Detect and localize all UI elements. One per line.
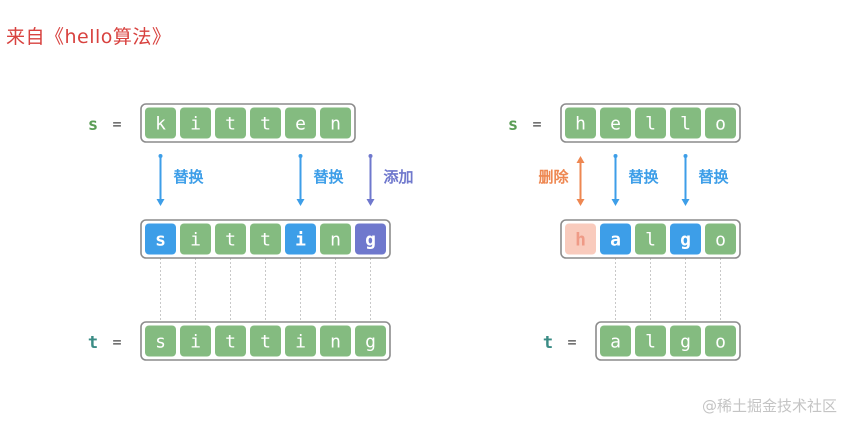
example-1-s-row-cell-char: t bbox=[260, 114, 271, 135]
example-2-op-arrow-tail bbox=[683, 154, 688, 158]
example-2-mid-row-cell bbox=[565, 223, 596, 255]
example-1-s-row-cell-char: t bbox=[225, 114, 236, 135]
example-2-s-row-cell bbox=[565, 107, 596, 139]
example-1-s-row-cell bbox=[180, 107, 211, 139]
example-1-mid-row-cell bbox=[145, 223, 176, 255]
example-1-mid-row-cell bbox=[215, 223, 246, 255]
example-1-op-label: 添加 bbox=[384, 168, 414, 186]
example-2-t-row-frame bbox=[595, 321, 741, 361]
example-2-s-row-cell-char: l bbox=[680, 114, 691, 135]
example-2-mid-row-cell-char: g bbox=[680, 230, 691, 251]
example-2-s-row-cell bbox=[670, 107, 701, 139]
example-1-s-row-cell-char: i bbox=[190, 114, 201, 135]
example-1-s-row-cell bbox=[320, 107, 351, 139]
example-2-t-row-cell-char: o bbox=[715, 332, 726, 353]
example-2-mid-row-cell-char: l bbox=[645, 230, 656, 251]
example-1-op-arrow-head bbox=[156, 199, 165, 206]
example-2-mid-row-cell bbox=[670, 223, 701, 255]
example-1-mid-row-cell bbox=[320, 223, 351, 255]
example-2-op-label: 删除 bbox=[538, 168, 569, 186]
example-1-mid-row-cell-char: s bbox=[155, 230, 166, 251]
example-2-s-row-cell-char: l bbox=[645, 114, 656, 135]
example-2-mid-row-cell bbox=[635, 223, 666, 255]
source-attribution: 来自《hello算法》 bbox=[6, 26, 172, 48]
example-1-s-row-cell bbox=[285, 107, 316, 139]
example-2-mid-row-cell-char: a bbox=[610, 230, 621, 251]
example-2-s-eq: = bbox=[532, 115, 541, 133]
example-2-mid-row-cell-char: h bbox=[575, 230, 586, 251]
example-1-t-row-cell bbox=[250, 325, 281, 357]
example-1-mid-row-cell bbox=[355, 223, 386, 255]
example-2-op-arrow-head bbox=[681, 199, 690, 206]
example-1-t-row-cell-char: t bbox=[260, 332, 271, 353]
example-2-mid-row-cell bbox=[705, 223, 736, 255]
example-1-op-label: 替换 bbox=[174, 168, 205, 186]
example-1-t-row-cell bbox=[145, 325, 176, 357]
example-1-t-row-cell bbox=[355, 325, 386, 357]
example-1-t-row-cell-char: s bbox=[155, 332, 166, 353]
example-2-op-label: 替换 bbox=[699, 168, 730, 186]
example-2-mid-row-cell bbox=[600, 223, 631, 255]
example-2-t-row-cell bbox=[635, 325, 666, 357]
example-1-op-label: 替换 bbox=[314, 168, 345, 186]
example-1-op-arrow-tail bbox=[368, 154, 373, 158]
example-2-mid-row-cell-char: o bbox=[715, 230, 726, 251]
example-1-mid-row-cell bbox=[250, 223, 281, 255]
example-2-t-row-cell-char: l bbox=[645, 332, 656, 353]
example-1-op-arrow-tail bbox=[158, 154, 163, 158]
example-2-s-row-cell-char: h bbox=[575, 114, 586, 135]
example-2-t-label: t bbox=[543, 333, 553, 353]
example-1-s-row-cell bbox=[145, 107, 176, 139]
example-1-t-row-cell bbox=[180, 325, 211, 357]
example-1-op-arrow-head bbox=[366, 199, 375, 206]
example-1-mid-row-cell-char: i bbox=[295, 230, 306, 251]
example-2-op-arrow-tail bbox=[613, 154, 618, 158]
example-2-s-row-cell-char: o bbox=[715, 114, 726, 135]
example-1-s-row-cell-char: k bbox=[155, 114, 166, 135]
example-2-t-row-cell bbox=[705, 325, 736, 357]
example-1-t-row-cell-char: g bbox=[365, 332, 376, 353]
watermark: @稀土掘金技术社区 bbox=[701, 397, 837, 415]
example-2-t-row-cell bbox=[600, 325, 631, 357]
example-1-t-row-cell-char: n bbox=[330, 332, 341, 353]
example-2-t-row-cell bbox=[670, 325, 701, 357]
example-1-mid-row-cell-char: n bbox=[330, 230, 341, 251]
example-2-op-arrow-head bbox=[611, 199, 620, 206]
example-2-op-label: 替换 bbox=[629, 168, 660, 186]
example-1-t-row-cell-char: i bbox=[295, 332, 306, 353]
example-2-s-row-cell bbox=[705, 107, 736, 139]
example-1-t-row-cell-char: i bbox=[190, 332, 201, 353]
example-1-t-row-cell bbox=[215, 325, 246, 357]
example-2-op-arrow-head bbox=[576, 199, 585, 206]
example-2-op-arrow-head-up bbox=[576, 156, 585, 163]
example-1-t-row-cell bbox=[285, 325, 316, 357]
example-2-t-row-cell-char: a bbox=[610, 332, 621, 353]
example-1-mid-row-cell-char: g bbox=[365, 230, 376, 251]
example-1-t-label: t bbox=[88, 333, 98, 353]
example-1-mid-row-cell-char: t bbox=[225, 230, 236, 251]
example-2-s-row-cell bbox=[635, 107, 666, 139]
example-1-s-eq: = bbox=[112, 115, 121, 133]
example-1-mid-row-cell bbox=[285, 223, 316, 255]
example-1-s-row-cell bbox=[250, 107, 281, 139]
example-1-t-eq: = bbox=[112, 333, 121, 351]
example-1-s-row-cell-char: n bbox=[330, 114, 341, 135]
example-1-s-label: s bbox=[88, 115, 98, 135]
example-2-t-row-cell-char: g bbox=[680, 332, 691, 353]
example-1-t-row-cell bbox=[320, 325, 351, 357]
example-1-mid-row-cell bbox=[180, 223, 211, 255]
example-2-t-eq: = bbox=[567, 333, 576, 351]
example-1-op-arrow-tail bbox=[298, 154, 303, 158]
example-1-mid-row-cell-char: t bbox=[260, 230, 271, 251]
example-2-s-label: s bbox=[508, 115, 518, 135]
example-1-mid-row-cell-char: i bbox=[190, 230, 201, 251]
example-1-s-row-cell bbox=[215, 107, 246, 139]
example-2-s-row-cell bbox=[600, 107, 631, 139]
example-1-s-row-cell-char: e bbox=[295, 114, 306, 135]
example-1-op-arrow-head bbox=[296, 199, 305, 206]
example-1-t-row-cell-char: t bbox=[225, 332, 236, 353]
example-2-s-row-cell-char: e bbox=[610, 114, 621, 135]
